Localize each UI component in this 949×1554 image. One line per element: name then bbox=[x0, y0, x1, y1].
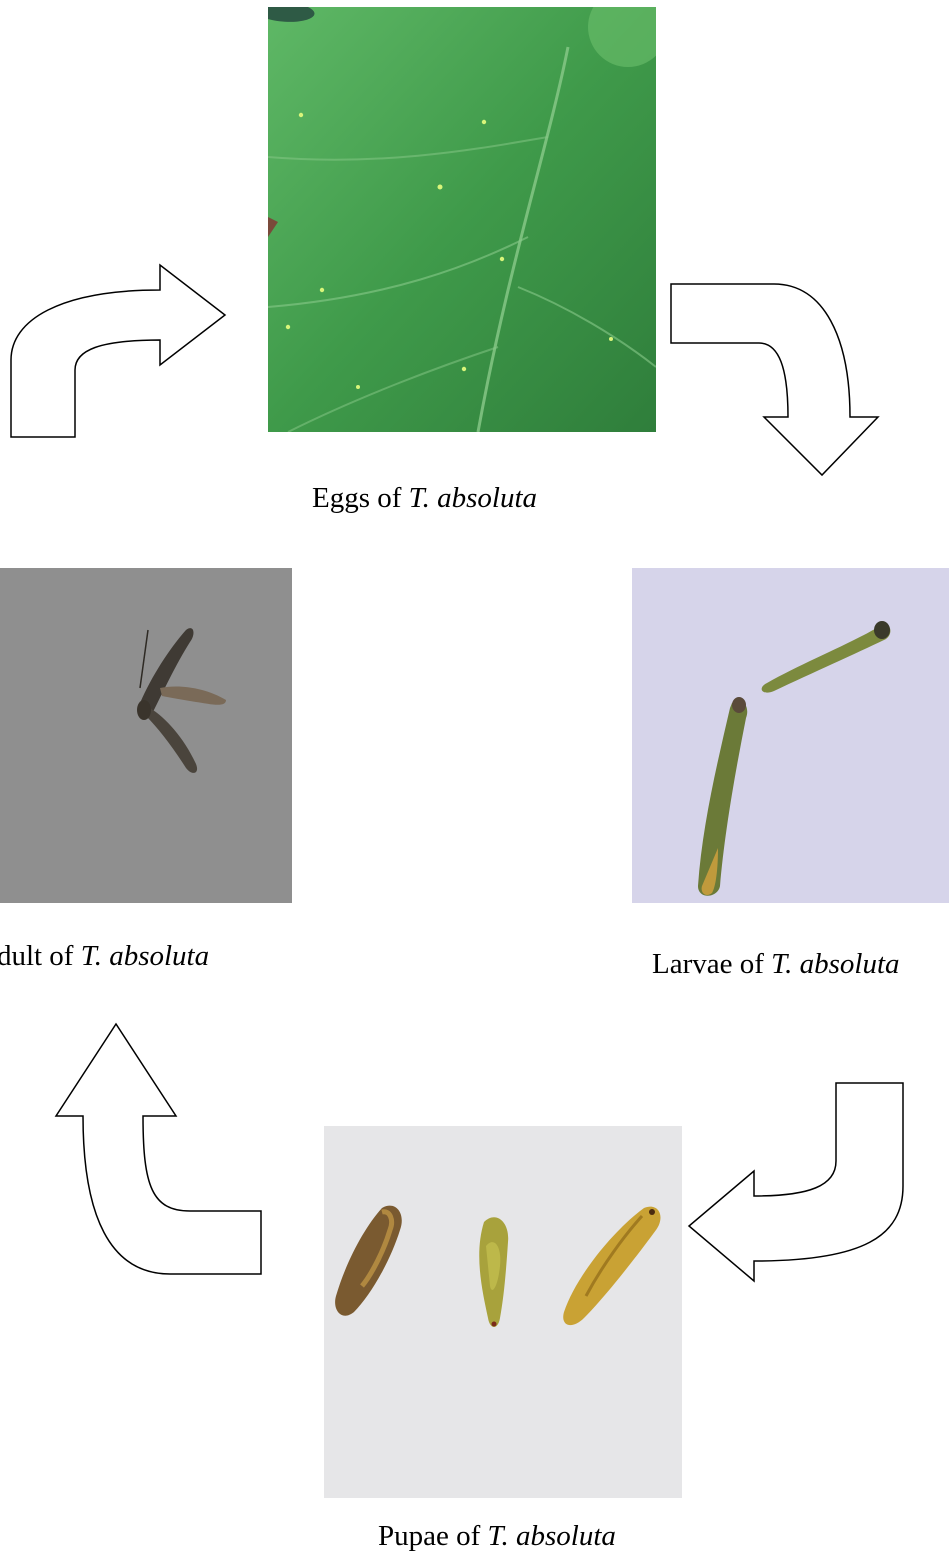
pupae-image bbox=[324, 1126, 682, 1498]
curved-arrow-adult-to-eggs bbox=[0, 260, 240, 442]
pupae-caption: Pupae of T. absoluta bbox=[378, 1522, 616, 1551]
adult-image bbox=[0, 568, 292, 903]
curved-arrow-pupae-to-adult bbox=[50, 1016, 270, 1282]
larvae-image bbox=[632, 568, 949, 903]
pupae-photo bbox=[324, 1126, 682, 1498]
curved-arrow-larvae-to-pupae bbox=[684, 1076, 914, 1288]
leaf-image bbox=[268, 7, 656, 432]
larvae-photo bbox=[632, 568, 949, 903]
eggs-photo bbox=[268, 7, 656, 432]
curved-arrow-eggs-to-larvae bbox=[664, 278, 884, 480]
adult-caption: Adult of T. absoluta bbox=[0, 942, 209, 971]
adult-photo bbox=[0, 568, 292, 903]
eggs-caption: Eggs of T. absoluta bbox=[312, 484, 537, 513]
larvae-caption: Larvae of T. absoluta bbox=[652, 950, 900, 979]
